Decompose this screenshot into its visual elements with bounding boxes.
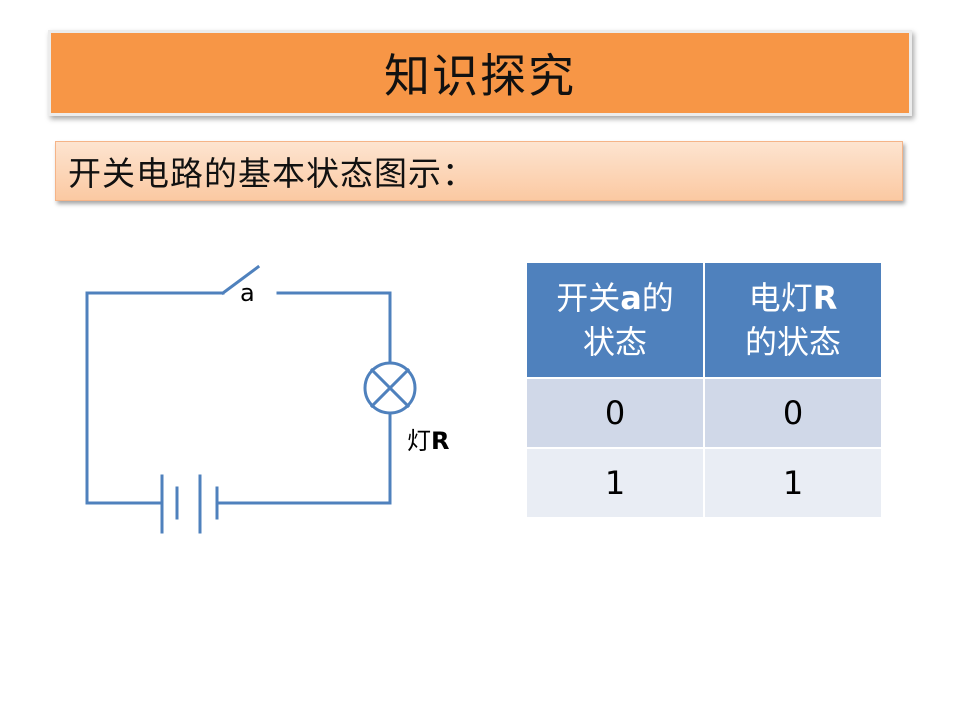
table-cell-lamp: 0 [703, 377, 883, 449]
table-cell-switch: 0 [525, 377, 705, 449]
header-switch-text-1: 开关 [556, 279, 621, 317]
header-switch-bold: a [620, 279, 642, 317]
lamp-cross-2 [369, 367, 411, 409]
header-lamp-state: 电灯R 的状态 [703, 261, 883, 379]
header-switch-text-3: 状态 [582, 323, 647, 361]
lamp-label-bold: R [431, 427, 449, 455]
lamp-label: 灯R [407, 427, 449, 455]
table-row: 1 1 [525, 447, 883, 519]
table-cell-switch: 1 [525, 447, 705, 519]
header-lamp-text-3: 的状态 [744, 323, 841, 361]
slide-subtitle: 开关电路的基本状态图示： [68, 154, 476, 193]
switch-circuit-diagram: a 灯R [85, 264, 449, 534]
table-cell-lamp: 1 [703, 447, 883, 519]
wire-top-left [85, 291, 225, 505]
table-row: 0 0 [525, 377, 883, 449]
slide-title: 知识探究 [384, 49, 576, 103]
header-lamp-bold: R [812, 279, 838, 317]
state-table: 开关a的 状态 电灯R 的状态 0 0 1 1 [525, 261, 883, 519]
switch-label: a [240, 279, 255, 307]
table-header-row: 开关a的 状态 电灯R 的状态 [525, 261, 883, 379]
header-lamp-text-1: 电灯 [748, 279, 813, 317]
header-switch-state: 开关a的 状态 [525, 261, 705, 379]
wire-top-right [276, 291, 392, 364]
switch-blade [220, 264, 261, 296]
title-banner: 知识探究 [48, 30, 912, 116]
wire-right-bottom [215, 412, 392, 505]
header-switch-text-2: 的 [641, 279, 674, 317]
subtitle-banner: 开关电路的基本状态图示： [55, 141, 903, 201]
lamp-label-prefix: 灯 [407, 427, 431, 455]
